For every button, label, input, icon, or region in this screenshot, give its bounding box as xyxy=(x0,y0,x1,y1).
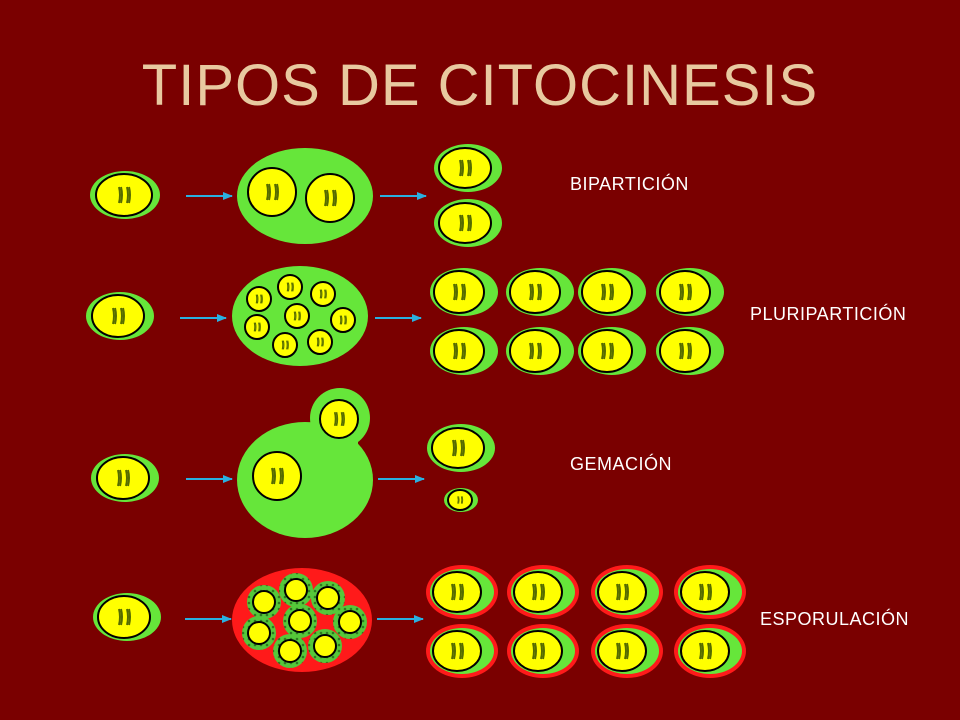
label-esporulacion: ESPORULACIÓN xyxy=(760,609,910,629)
mother-cell xyxy=(86,292,154,340)
label-biparticion: BIPARTICIÓN xyxy=(570,174,689,194)
daughter-cells xyxy=(430,268,724,375)
row-esporulacion xyxy=(93,565,746,678)
mother-cell xyxy=(90,171,160,219)
mother-cell xyxy=(93,593,161,641)
sporangium xyxy=(232,568,372,672)
spores xyxy=(242,573,367,668)
released-spores xyxy=(426,565,746,678)
multinucleate-cell xyxy=(232,266,368,366)
slide-title: TIPOS DE CITOCINESIS xyxy=(141,53,819,118)
daughter-cells xyxy=(427,424,495,512)
row-biparticion xyxy=(90,144,502,247)
row-pluriparticion xyxy=(86,266,724,375)
label-pluriparticion: PLURIPARTICIÓN xyxy=(750,304,907,324)
row-gemacion xyxy=(91,388,495,538)
label-gemacion: GEMACIÓN xyxy=(570,454,673,474)
daughter-cells xyxy=(434,144,502,247)
dividing-cell xyxy=(237,148,373,244)
budding-cell xyxy=(237,388,373,538)
mother-cell xyxy=(91,454,159,502)
